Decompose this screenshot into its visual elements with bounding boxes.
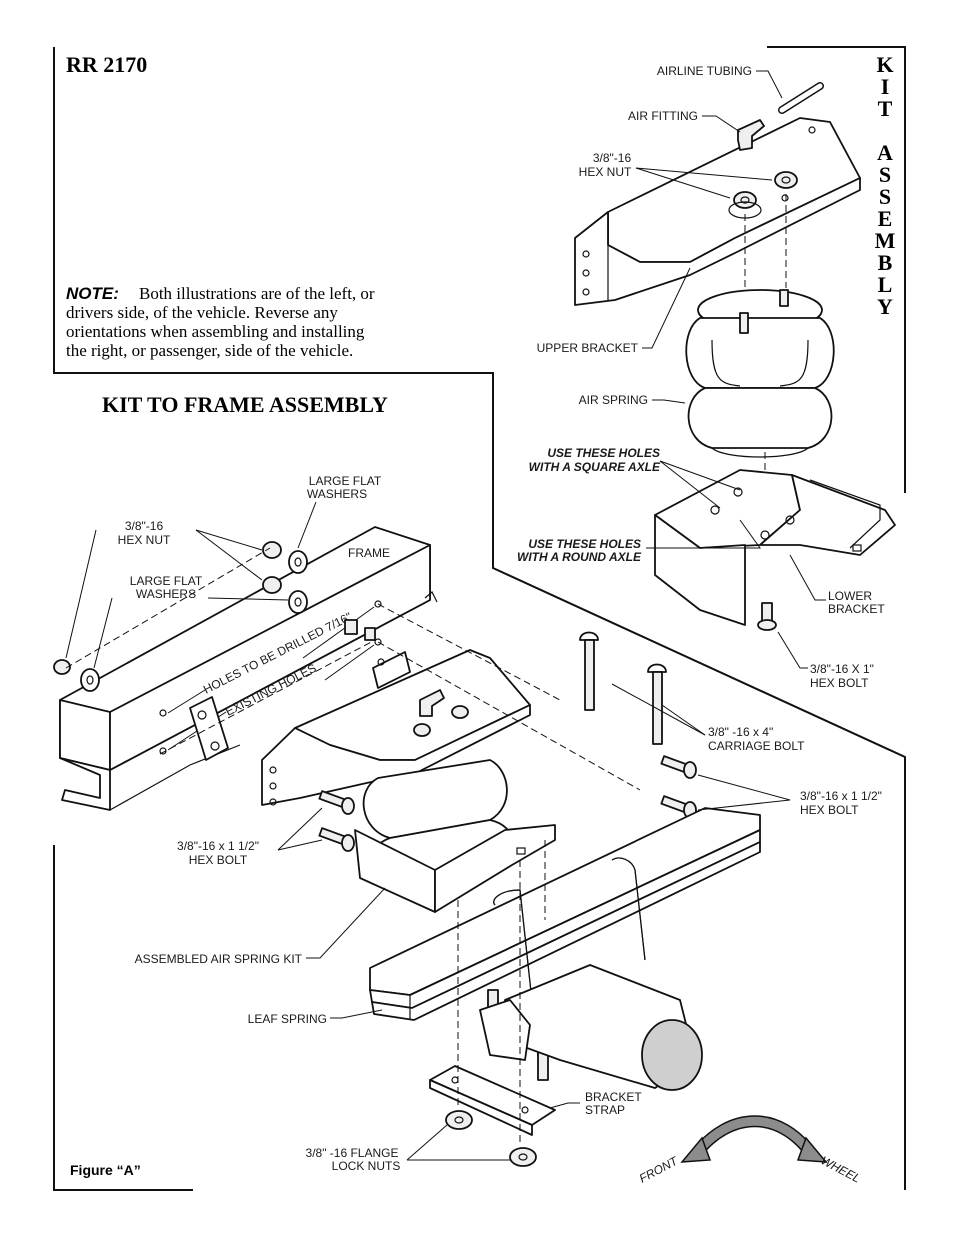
label-square-axle: USE THESE HOLES	[547, 446, 660, 460]
mounted-air-fitting	[419, 689, 445, 717]
label-carriage-bolt: 3/8" -16 x 4"	[708, 725, 773, 739]
label-bracket-strap: STRAP	[585, 1103, 625, 1117]
side-title-letter: T	[878, 96, 893, 121]
airline-tubing	[778, 82, 824, 114]
bracket-strap	[429, 1065, 556, 1136]
label-wheel: WHEEL	[819, 1153, 863, 1185]
label-frame: FRAME	[348, 546, 390, 560]
page-frame	[53, 46, 906, 1191]
hex-bolt-1in	[757, 602, 777, 631]
label-hex-bolt-1in: HEX BOLT	[810, 676, 869, 690]
figure-caption: Figure “A”	[70, 1162, 141, 1178]
side-title-letter: S	[879, 162, 891, 187]
label-bracket-strap: BRACKET	[585, 1090, 642, 1104]
label-airline-tubing: AIRLINE TUBING	[657, 64, 752, 78]
flange-lock-nut	[509, 1147, 537, 1167]
label-large-flat-washers: WASHERS	[136, 587, 196, 601]
mounted-upper-bracket	[261, 649, 531, 806]
frame-rail	[59, 526, 438, 811]
carriage-bolts	[579, 631, 667, 745]
hex-nut	[262, 576, 282, 594]
label-leaf-spring: LEAF SPRING	[248, 1012, 327, 1026]
right-hex-bolts	[660, 755, 697, 819]
side-title-letter: E	[878, 206, 893, 231]
label-hex-nut-kit: HEX NUT	[579, 165, 632, 179]
side-title-letter: L	[878, 272, 893, 297]
label-hex-bolt-1in: 3/8"-16 X 1"	[810, 662, 874, 676]
label-hex-bolt-left: 3/8"-16 x 1 1/2"	[177, 839, 259, 853]
frame-bolt	[364, 627, 376, 641]
label-large-flat-washers-top: LARGE FLAT	[309, 474, 382, 488]
large-flat-washer	[288, 550, 308, 574]
label-lower-bracket: LOWER	[828, 589, 872, 603]
mounted-lower-bracket	[354, 824, 556, 913]
lower-bracket	[654, 469, 896, 626]
flange-lock-nut	[445, 1110, 473, 1130]
left-hex-bolts	[318, 790, 355, 852]
label-lock-nuts: LOCK NUTS	[332, 1159, 401, 1173]
side-title-letter: I	[881, 74, 890, 99]
note-line: drivers side, of the vehicle. Reverse an…	[66, 303, 338, 322]
frame-fasteners	[53, 541, 376, 692]
frame-assembly-leaders	[65, 501, 791, 1161]
hex-nut	[262, 541, 282, 559]
label-large-flat-washers: LARGE FLAT	[130, 574, 203, 588]
air-fitting	[737, 119, 765, 151]
side-title-letter: S	[879, 184, 891, 209]
label-hex-nut-frame: 3/8"-16	[125, 519, 164, 533]
alignment-lines	[65, 547, 641, 1145]
axle-end	[641, 1019, 703, 1091]
side-title-letter: M	[875, 228, 896, 253]
label-large-flat-washers-top: WASHERS	[307, 487, 367, 501]
note-line: Both illustrations are of the left, or	[139, 284, 375, 303]
hex-nut	[53, 659, 71, 675]
label-air-fitting: AIR FITTING	[628, 109, 698, 123]
label-carriage-bolt: CARRIAGE BOLT	[708, 739, 805, 753]
frame-assembly-labels: LARGE FLAT WASHERS FRAME 3/8"-16 HEX NUT…	[118, 474, 882, 1173]
mounted-hex-nut	[413, 723, 431, 737]
label-assembled-kit: ASSEMBLED AIR SPRING KIT	[135, 952, 303, 966]
hex-nut	[774, 171, 798, 189]
air-spring	[685, 289, 835, 458]
axle	[479, 964, 703, 1091]
upper-bracket	[574, 117, 861, 306]
large-flat-washer	[288, 590, 308, 614]
side-title-letter: K	[876, 52, 893, 77]
hex-nut	[733, 191, 757, 209]
label-square-axle: WITH A SQUARE AXLE	[529, 460, 661, 474]
label-upper-bracket: UPPER BRACKET	[537, 341, 639, 355]
label-lower-bracket: BRACKET	[828, 602, 885, 616]
leaf-spring	[369, 807, 761, 1021]
frame-bolt	[344, 619, 358, 635]
model-number: RR 2170	[66, 52, 147, 77]
label-hex-bolt-right: HEX BOLT	[800, 803, 859, 817]
label-hex-bolt-left: HEX BOLT	[189, 853, 248, 867]
label-lock-nuts: 3/8" -16 FLANGE	[306, 1146, 399, 1160]
front-wheel-direction-arrow: FRONT WHEEL	[637, 1115, 863, 1186]
note-block: NOTE: Both illustrations are of the left…	[66, 284, 375, 360]
frame-assembly-illustration: HOLES TO BE DRILLED 7/16" EXISTING HOLES	[53, 501, 863, 1186]
label-round-axle: WITH A ROUND AXLE	[517, 550, 642, 564]
side-title-letter: Y	[877, 294, 893, 319]
kit-assembly-labels: AIRLINE TUBING AIR FITTING 3/8"-16 HEX N…	[517, 64, 885, 690]
note-label: NOTE:	[66, 284, 119, 303]
side-title-letter: A	[877, 140, 893, 165]
side-title-letter: B	[878, 250, 893, 275]
spring-stud	[739, 312, 749, 334]
mounted-hex-nut	[451, 705, 469, 719]
kit-assembly-illustration	[574, 70, 896, 669]
label-hex-nut-frame: HEX NUT	[118, 533, 171, 547]
label-air-spring: AIR SPRING	[579, 393, 648, 407]
label-hex-nut-kit: 3/8"-16	[593, 151, 632, 165]
label-front: FRONT	[637, 1153, 682, 1186]
label-hex-bolt-right: 3/8"-16 x 1 1/2"	[800, 789, 882, 803]
section-title: KIT TO FRAME ASSEMBLY	[102, 392, 388, 417]
large-flat-washer	[80, 668, 100, 692]
label-round-axle: USE THESE HOLES	[528, 537, 641, 551]
note-line: orientations when assembling and install…	[66, 322, 365, 341]
note-line: the right, or passenger, side of the veh…	[66, 341, 353, 360]
spring-stud	[779, 289, 789, 307]
kit-assembly-vertical-title: K I T A S S E M B L Y	[875, 52, 896, 319]
